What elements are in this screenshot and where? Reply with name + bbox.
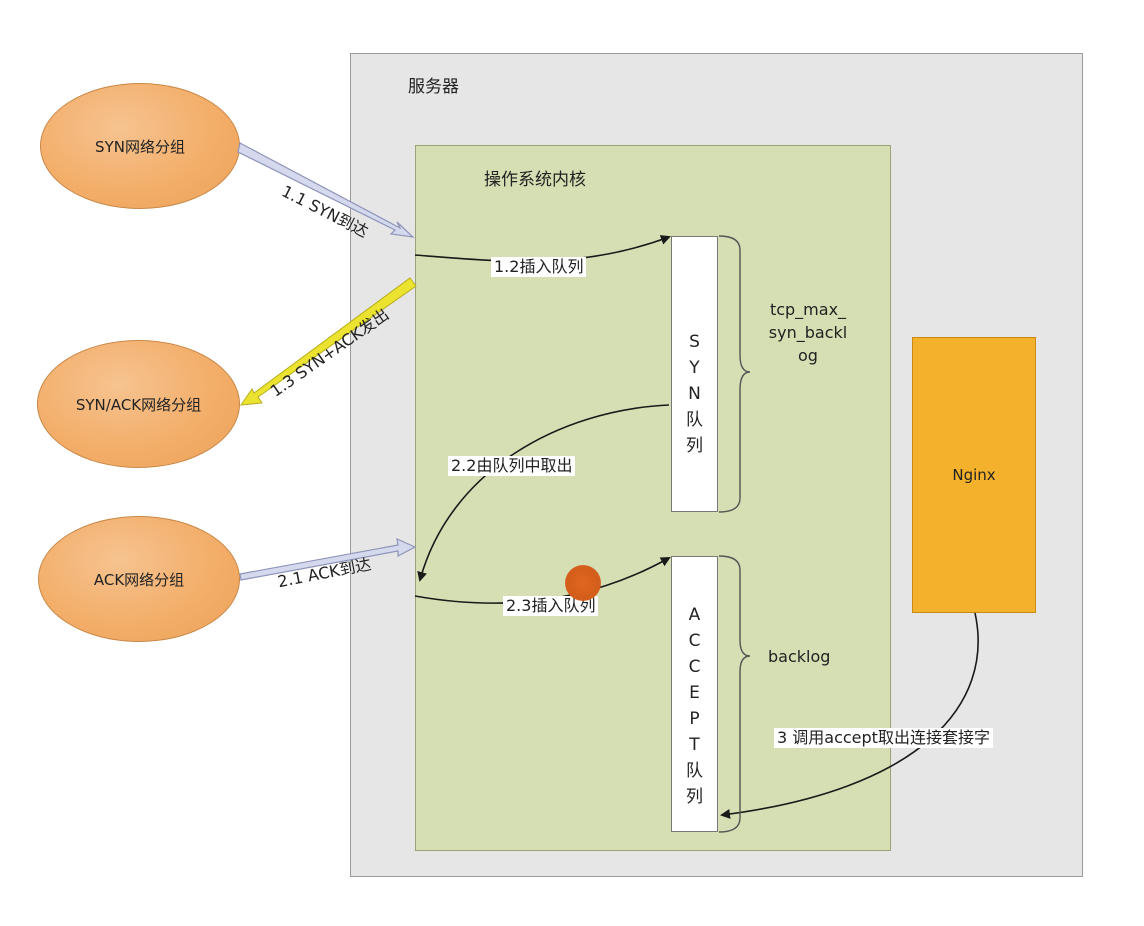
syn-backlog-note: tcp_max_ syn_backl og (758, 298, 858, 367)
queue-char: 列 (686, 436, 703, 456)
syn-backlog-line: tcp_max_ (769, 300, 847, 319)
queue-char: 队 (686, 410, 703, 430)
arrow-3 (720, 612, 979, 819)
queue-char: N (688, 384, 701, 404)
queue-char: C (688, 657, 701, 677)
kernel-label: 操作系统内核 (484, 170, 586, 190)
nginx-label: Nginx (952, 466, 996, 484)
ack-packet: ACK网络分组 (38, 516, 240, 642)
queue-char: 队 (686, 761, 703, 781)
queue-char: P (689, 709, 700, 729)
server-label: 服务器 (408, 77, 459, 97)
syn-backlog-line: syn_backl (768, 323, 848, 342)
queue-char: E (689, 683, 700, 703)
synack-packet-label: SYN/ACK网络分组 (75, 395, 202, 414)
queue-char: Y (689, 358, 700, 378)
backlog-note: backlog (768, 647, 831, 666)
syn-brace (718, 235, 751, 513)
accept-brace (718, 555, 751, 833)
arrow-2-1 (239, 537, 417, 581)
queue-char: S (689, 332, 700, 352)
synack-packet: SYN/ACK网络分组 (37, 340, 240, 468)
arrow-1-1 (237, 142, 415, 238)
step-2-3-label: 2.3插入队列 (503, 596, 599, 616)
queue-char: A (688, 605, 701, 625)
queue-char: T (689, 735, 700, 755)
arrow-1-3 (239, 277, 417, 406)
queue-char: C (688, 631, 701, 651)
pointer-highlight (565, 565, 601, 601)
syn-packet: SYN网络分组 (40, 83, 240, 209)
step-3-label: 3 调用accept取出连接套接字 (774, 728, 993, 748)
queue-char: 列 (686, 787, 703, 807)
syn-packet-label: SYN网络分组 (95, 137, 185, 156)
step-1-2-label: 1.2插入队列 (491, 257, 587, 277)
syn-queue: S Y N 队 列 (671, 236, 718, 512)
nginx-box: Nginx (912, 337, 1036, 613)
arrow-2-2 (417, 404, 670, 582)
accept-queue: A C C E P T 队 列 (671, 556, 718, 832)
syn-backlog-line: og (798, 346, 818, 365)
step-2-2-label: 2.2由队列中取出 (448, 456, 576, 476)
ack-packet-label: ACK网络分组 (93, 570, 185, 589)
